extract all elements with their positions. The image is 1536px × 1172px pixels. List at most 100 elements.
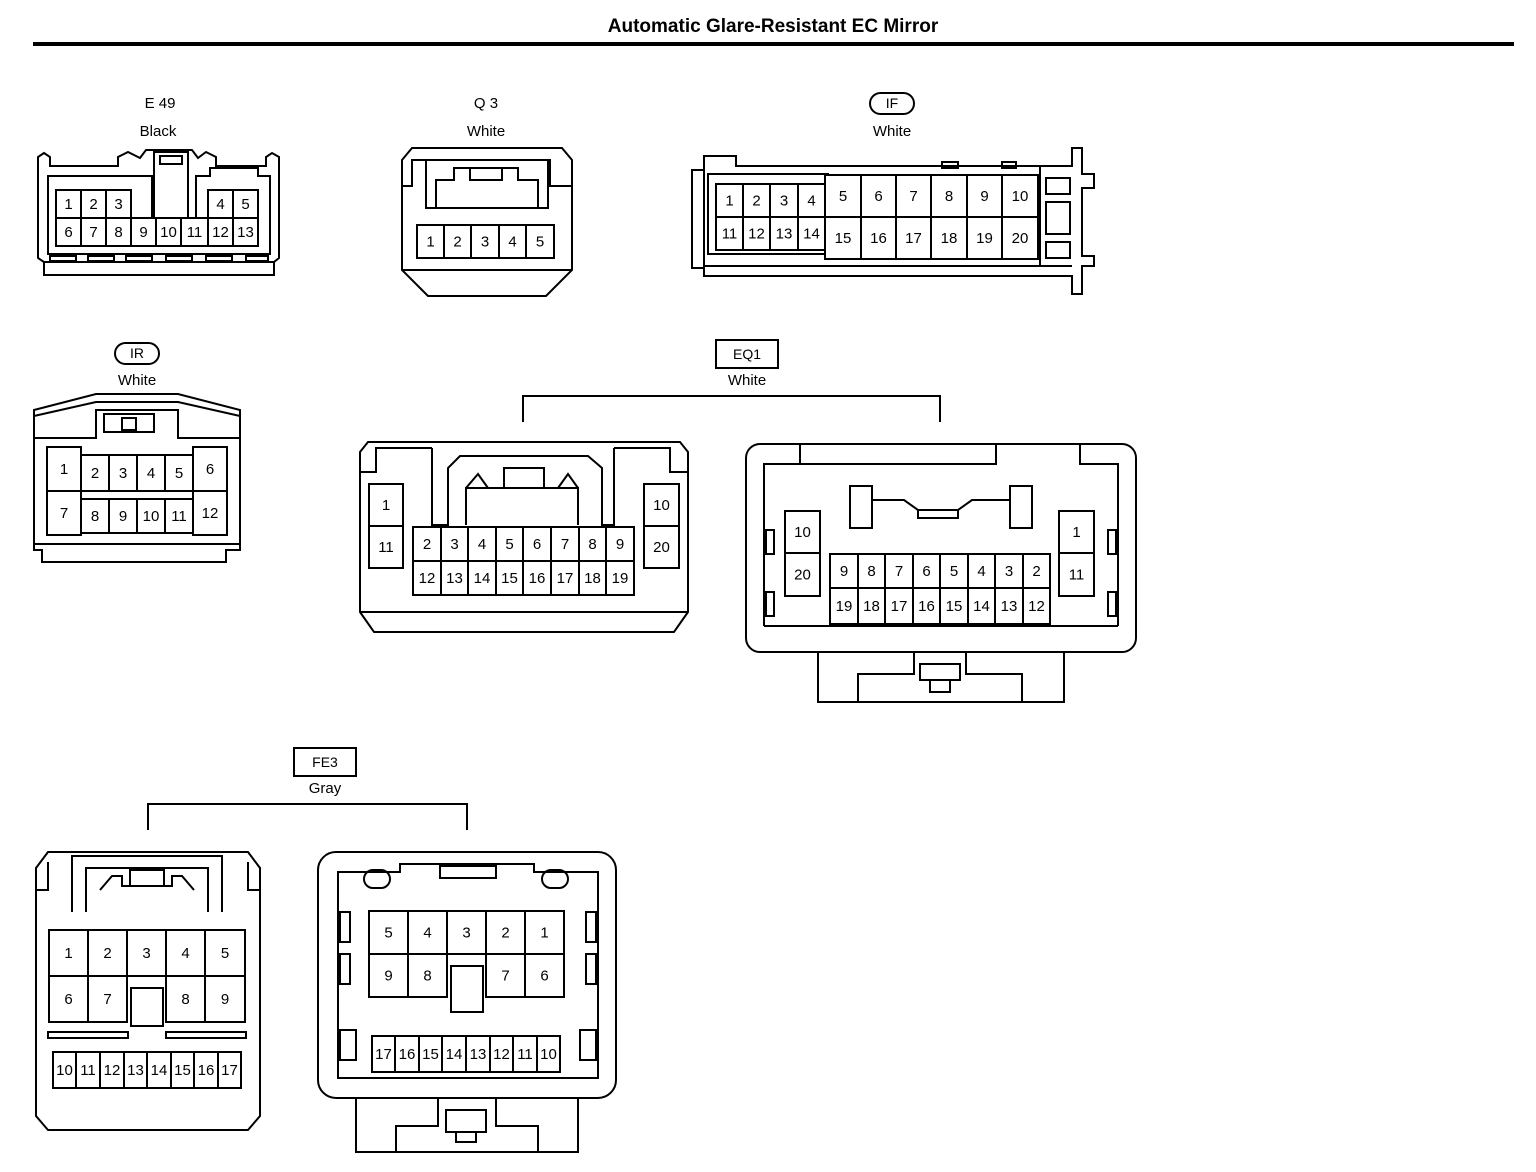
eq1-pin-number: 9 xyxy=(840,563,848,580)
fe3-pin-number: 2 xyxy=(501,925,509,942)
eq1-pin-number: 12 xyxy=(419,570,436,587)
fe3-pin-17: 17 xyxy=(371,1035,396,1073)
fe3-pin-9: 9 xyxy=(368,953,409,998)
fe3-pin-15: 15 xyxy=(170,1051,195,1089)
e49-pin-cell xyxy=(55,217,82,247)
eq1-pin-16: 16 xyxy=(522,560,552,596)
fe3-pin-number: 14 xyxy=(446,1046,463,1063)
eq1-pin-11: 11 xyxy=(1058,552,1095,597)
eq1-pin-20: 20 xyxy=(643,525,680,569)
eq1-pin-12: 12 xyxy=(412,560,442,596)
eq1-pin-19: 19 xyxy=(605,560,635,596)
fe3-left-housing xyxy=(35,851,261,1131)
fe3-pin-number: 3 xyxy=(142,945,150,962)
fe3-pin-number: 7 xyxy=(501,968,509,985)
eq1-pin-number: 6 xyxy=(922,563,930,580)
fe3-pin-number: 6 xyxy=(64,991,72,1008)
fe3-pin-10: 10 xyxy=(536,1035,561,1073)
if-pin-number: 13 xyxy=(776,226,793,243)
eq1-pin-cell xyxy=(550,560,580,596)
eq1-pin-cell xyxy=(857,553,886,589)
eq1-pin-cell xyxy=(784,552,821,597)
fe3-pin-4: 4 xyxy=(407,910,448,955)
fe3-pin-number: 8 xyxy=(423,968,431,985)
fe3-pin-cell xyxy=(204,975,246,1023)
e49-pin-number: 11 xyxy=(187,224,203,241)
eq1-pin-cell xyxy=(412,560,442,596)
fe3-pin-7: 7 xyxy=(87,975,128,1023)
eq1-pin-11: 11 xyxy=(368,525,404,569)
if-pin-3: 3 xyxy=(769,183,799,218)
if-pin-number: 4 xyxy=(807,193,815,210)
fe3-pin-5: 5 xyxy=(368,910,409,955)
if-pin-number: 20 xyxy=(1012,230,1029,247)
eq1-pin-number: 6 xyxy=(533,536,541,553)
fe3-pin-number: 5 xyxy=(384,925,392,942)
ir-pin-number: 4 xyxy=(147,465,155,482)
eq1-pin-number: 8 xyxy=(867,563,875,580)
fe3-pin-number: 9 xyxy=(221,991,229,1008)
fe3-pin-12: 12 xyxy=(99,1051,125,1089)
if-code-label: IF xyxy=(869,92,915,115)
eq1-pin-cell xyxy=(522,526,552,562)
eq1-pin-number: 2 xyxy=(423,536,431,553)
q3-pin-cell xyxy=(443,224,472,259)
eq1-pin-cell xyxy=(1022,553,1051,589)
eq1-pin-number: 10 xyxy=(794,524,811,541)
ir-pin-cell xyxy=(108,498,138,534)
fe3-pin-number: 1 xyxy=(540,925,548,942)
q3-pin-number: 3 xyxy=(481,234,489,251)
e49-pin-number: 4 xyxy=(216,196,224,213)
if-pin-9: 9 xyxy=(966,174,1003,218)
fe3-pin-number: 13 xyxy=(470,1046,487,1063)
ir-pin-6: 6 xyxy=(192,446,228,492)
fe3-pin-1: 1 xyxy=(48,929,89,977)
eq1-pin-10: 10 xyxy=(784,510,821,554)
q3-code-label: Q 3 xyxy=(473,95,499,112)
if-pin-number: 6 xyxy=(874,188,882,205)
if-pin-cell xyxy=(930,216,968,260)
e49-pin-cell xyxy=(105,189,132,219)
ir-pin-number: 12 xyxy=(202,505,219,522)
ir-pin-cell xyxy=(136,454,166,492)
e49-pin-number: 8 xyxy=(114,224,122,241)
eq1-pin-number: 10 xyxy=(653,497,670,514)
fe3-pin-number: 6 xyxy=(540,968,548,985)
fe3-pin-8: 8 xyxy=(165,975,206,1023)
eq1-pin-number: 18 xyxy=(863,598,880,615)
eq1-pin-5: 5 xyxy=(495,526,524,562)
eq1-pin-cell xyxy=(939,553,969,589)
if-pin-5: 5 xyxy=(824,174,862,218)
q3-pin-4: 4 xyxy=(498,224,527,259)
fe3-pin-cell xyxy=(165,929,206,977)
eq1-pin-cell xyxy=(605,560,635,596)
fe3-pin-number: 12 xyxy=(104,1062,121,1079)
fe3-pin-13: 13 xyxy=(465,1035,491,1073)
fe3-pin-number: 1 xyxy=(64,945,72,962)
eq1-pin-14: 14 xyxy=(967,587,996,625)
eq1-pin-number: 20 xyxy=(653,539,670,556)
fe3-pin-cell xyxy=(368,953,409,998)
fe3-pin-cell xyxy=(204,929,246,977)
ir-pin-cell xyxy=(80,454,110,492)
eq1-pin-number: 14 xyxy=(973,598,990,615)
fe3-pin-number: 17 xyxy=(375,1046,392,1063)
eq1-code-label: EQ1 xyxy=(715,339,779,369)
eq1-pin-number: 17 xyxy=(557,570,574,587)
fe3-pin-16: 16 xyxy=(193,1051,219,1089)
eq1-pin-7: 7 xyxy=(550,526,580,562)
fe3-pin-6: 6 xyxy=(524,953,565,998)
if-pin-12: 12 xyxy=(742,216,771,251)
ir-pin-5: 5 xyxy=(164,454,194,492)
eq1-pin-cell xyxy=(1022,587,1051,625)
fe3-pin-13: 13 xyxy=(123,1051,148,1089)
if-pin-number: 2 xyxy=(752,193,760,210)
eq1-pin-number: 8 xyxy=(588,536,596,553)
ir-pin-cell xyxy=(164,454,194,492)
eq1-pin-cell xyxy=(368,483,404,527)
if-pin-number: 12 xyxy=(748,226,765,243)
eq1-pin-number: 1 xyxy=(382,497,390,514)
